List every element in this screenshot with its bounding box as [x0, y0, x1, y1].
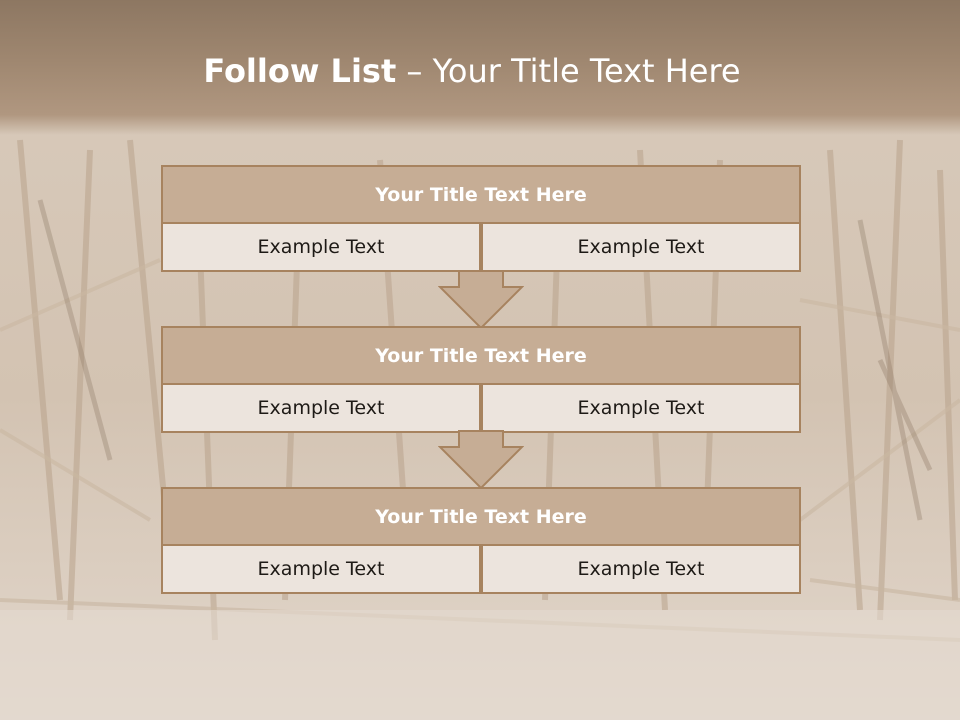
step-3-left-cell: Example Text	[161, 544, 481, 594]
down-arrow-icon	[438, 270, 524, 330]
step-3-right-cell: Example Text	[481, 544, 801, 594]
step-1-right-cell: Example Text	[481, 222, 801, 272]
slide-title-rest: – Your Title Text Here	[396, 52, 741, 90]
step-2-title: Your Title Text Here	[161, 326, 801, 385]
header-band	[0, 0, 960, 135]
step-1-left-cell: Example Text	[161, 222, 481, 272]
step-2-left-cell: Example Text	[161, 383, 481, 433]
step-2-right-cell: Example Text	[481, 383, 801, 433]
step-1-title: Your Title Text Here	[161, 165, 801, 224]
slide-title-bold: Follow List	[203, 52, 397, 90]
slide-title: Follow List – Your Title Text Here	[0, 52, 944, 90]
down-arrow-icon	[438, 430, 524, 490]
step-3-title: Your Title Text Here	[161, 487, 801, 546]
